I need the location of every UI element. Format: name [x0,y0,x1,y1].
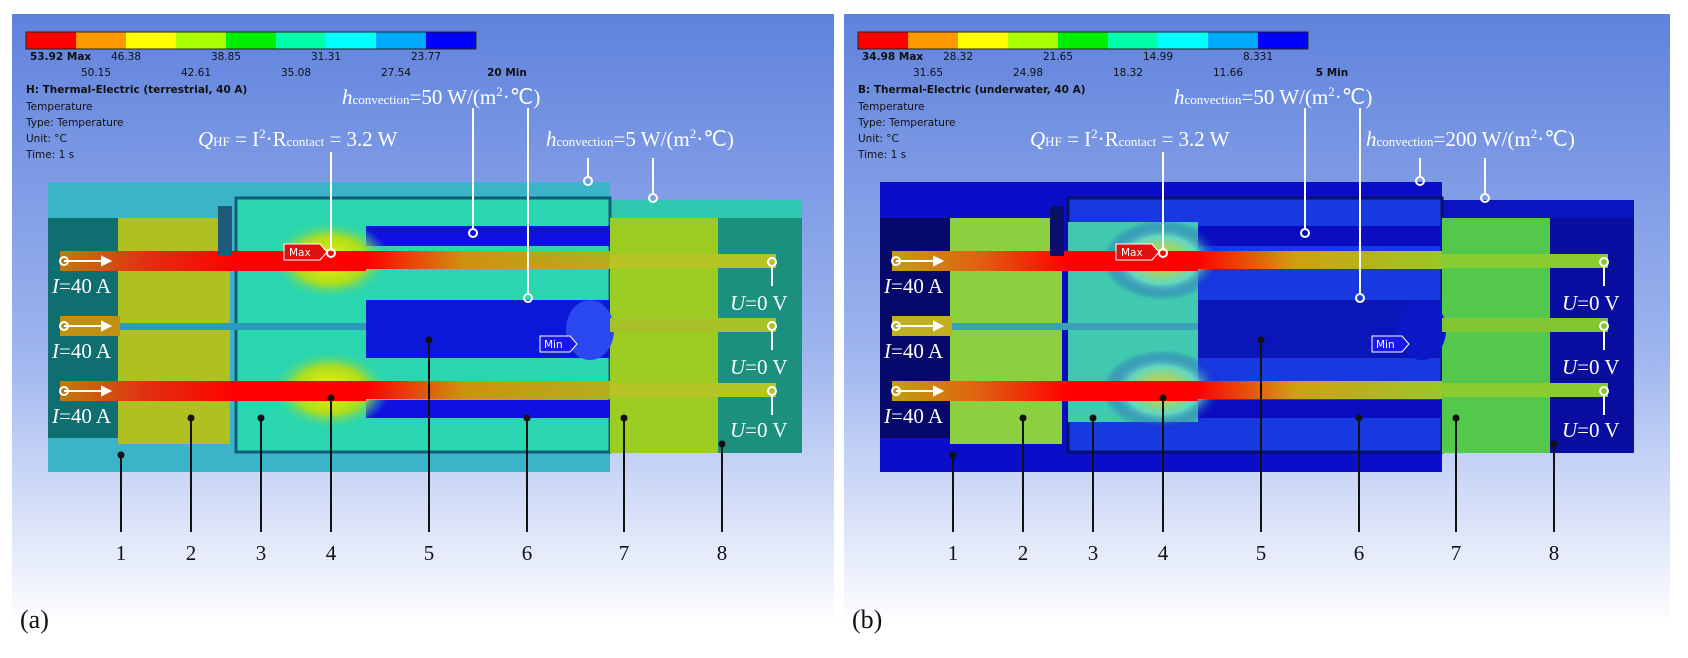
result-time: Time: 1 s [25,149,74,161]
legend-tick: 28.32 [943,51,973,63]
legend-tick: 27.54 [381,67,411,79]
part-number: 5 [1256,541,1267,565]
result-unit: Unit: °C [26,133,67,145]
legend-tick: 18.32 [1113,67,1143,79]
part-number: 7 [1451,541,1462,565]
min-tag: Min [1371,335,1410,353]
result-unit: Unit: °C [858,133,899,145]
legend-max: 53.92 Max [30,51,91,63]
panel-label: (b) [852,605,882,634]
current-arrows [64,255,113,397]
part-dots [117,336,726,459]
part-number: 5 [424,541,435,565]
colorbar [857,31,1309,50]
part-leaders [120,340,723,532]
callout-lines [1162,108,1605,415]
colorbar [25,31,477,50]
legend-tick: 23.77 [411,51,441,63]
part-number: 4 [1158,541,1169,565]
voltage-label: U=0 V [1562,355,1620,379]
current-arrows [896,255,945,397]
legend-tick: 11.66 [1213,67,1243,79]
callout-lines [330,108,773,415]
analysis-title: B: Thermal-Electric (underwater, 40 A) [858,84,1086,96]
legend-min: 20 Min [487,67,527,79]
voltage-label: U=0 V [730,355,788,379]
voltage-label: U=0 V [1562,418,1620,442]
legend-max: 34.98 Max [862,51,923,63]
svg-text:Min: Min [544,339,563,351]
convection-outer-label: hconvection=5 W/(m2·℃) [546,126,734,151]
part-dots [949,336,1558,459]
convection-inner-label: hconvection=50 W/(m2·℃) [342,84,540,109]
part-number: 1 [948,541,959,565]
legend-tick: 38.85 [211,51,241,63]
max-tag: Max [1115,243,1160,261]
heat-flux-label: QHF = I2·Rcontact = 3.2 W [1030,126,1230,151]
legend-tick: 31.65 [913,67,943,79]
current-label: I=40 A [51,274,112,298]
legend-tick: 50.15 [81,67,111,79]
convection-outer-label: hconvection=200 W/(m2·℃) [1366,126,1575,151]
min-tag: Min [539,335,578,353]
result-time: Time: 1 s [857,149,906,161]
voltage-label: U=0 V [730,291,788,315]
part-number: 8 [1549,541,1560,565]
panel-a-canvas: 53.92 Max 46.38 38.85 31.31 23.77 50.15 … [12,14,834,634]
model-geometry [880,182,1634,472]
part-number: 6 [1354,541,1365,565]
analysis-title: H: Thermal-Electric (terrestrial, 40 A) [26,84,247,96]
legend-tick: 42.61 [181,67,211,79]
result-type: Type: Temperature [857,117,956,129]
legend-min: 5 Min [1316,67,1348,79]
model-geometry [48,182,802,472]
current-label: I=40 A [51,339,112,363]
panel-label: (a) [20,605,49,634]
panel-b-canvas: 34.98 Max 28.32 21.65 14.99 8.331 31.65 … [844,14,1670,634]
current-label: I=40 A [883,339,944,363]
max-tag: Max [283,243,328,261]
part-number: 8 [717,541,728,565]
legend-tick: 31.31 [311,51,341,63]
result-type: Type: Temperature [25,117,124,129]
part-number: 3 [1088,541,1099,565]
voltage-label: U=0 V [730,418,788,442]
voltage-label: U=0 V [1562,291,1620,315]
part-number: 3 [256,541,267,565]
result-quantity: Temperature [857,101,925,113]
convection-inner-label: hconvection=50 W/(m2·℃) [1174,84,1372,109]
part-number: 1 [116,541,127,565]
legend-tick: 14.99 [1143,51,1173,63]
svg-text:Max: Max [1121,247,1143,259]
current-label: I=40 A [883,404,944,428]
svg-text:Min: Min [1376,339,1395,351]
heat-flux-label: QHF = I2·Rcontact = 3.2 W [198,126,398,151]
panel-b: 34.98 Max 28.32 21.65 14.99 8.331 31.65 … [840,0,1676,658]
part-number: 7 [619,541,630,565]
current-label: I=40 A [883,274,944,298]
current-label: I=40 A [51,404,112,428]
legend-tick: 8.331 [1243,51,1273,63]
legend-tick: 46.38 [111,51,141,63]
svg-text:Max: Max [289,247,311,259]
result-quantity: Temperature [25,101,93,113]
part-number: 6 [522,541,533,565]
part-leaders [952,340,1555,532]
panel-a: 53.92 Max 46.38 38.85 31.31 23.77 50.15 … [0,0,836,658]
legend-tick: 35.08 [281,67,311,79]
legend-tick: 21.65 [1043,51,1073,63]
part-number: 2 [1018,541,1029,565]
legend-tick: 24.98 [1013,67,1043,79]
part-number: 2 [186,541,197,565]
part-number: 4 [326,541,337,565]
